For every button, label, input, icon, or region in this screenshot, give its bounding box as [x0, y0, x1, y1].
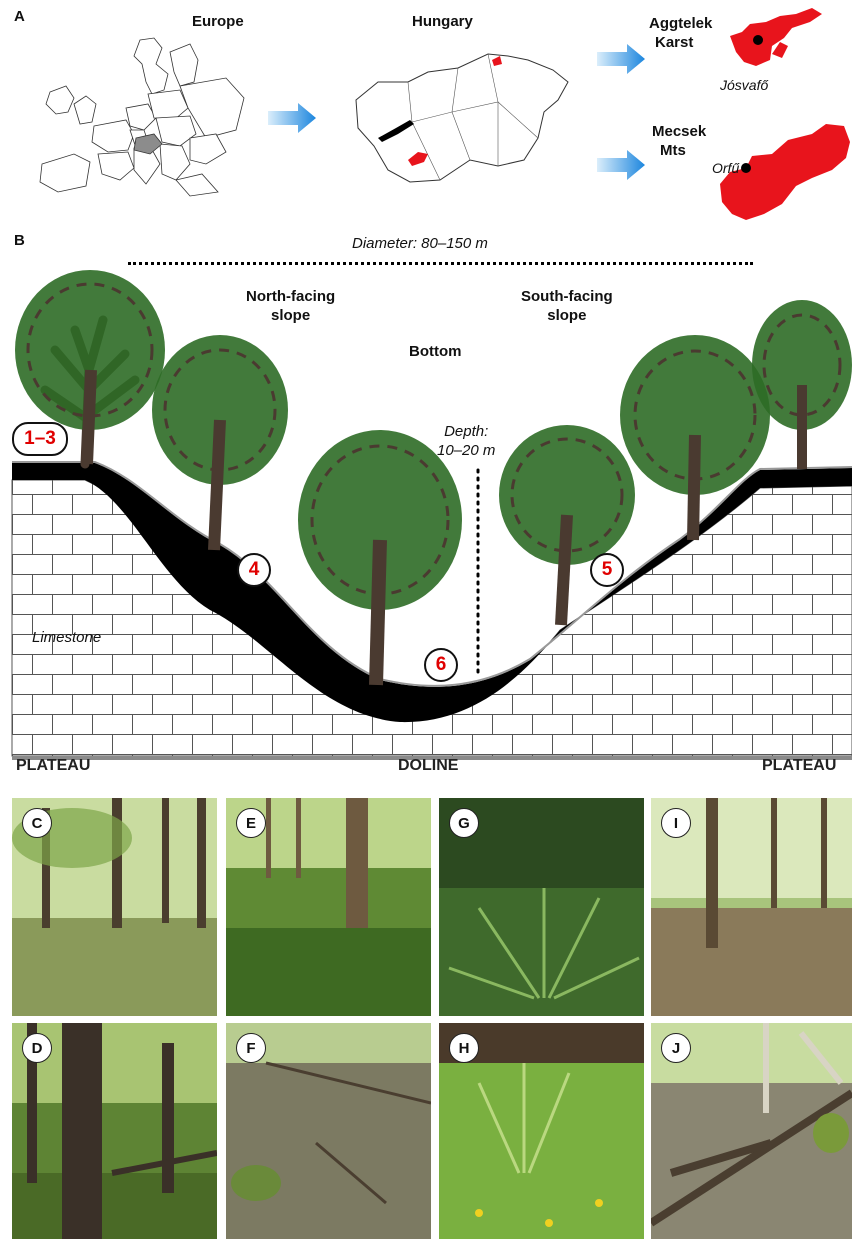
photo-d-badge: D — [22, 1033, 52, 1063]
south-facing-line2: slope — [547, 307, 587, 324]
arrow-europe-to-hungary-icon — [268, 103, 316, 133]
doline-cross-section — [11, 270, 852, 760]
tree-5 — [620, 335, 770, 541]
aggtelek-label-line1: Aggtelek — [649, 15, 713, 32]
europe-label: Europe — [192, 13, 244, 30]
aggtelek-label: Aggtelek Karst — [649, 14, 712, 52]
photo-h — [439, 1023, 644, 1239]
photo-i-badge: I — [661, 808, 691, 838]
panel-b-letter: B — [14, 232, 25, 249]
aggtelek-label-line2: Karst — [655, 34, 694, 51]
europe-hungary-highlight — [133, 133, 163, 155]
panel-a-letter: A — [14, 8, 25, 25]
depth-line1: Depth: — [444, 423, 489, 440]
orfu-label: Orfű — [712, 160, 740, 176]
orfu-dot — [741, 163, 751, 173]
photo-j-badge: J — [661, 1033, 691, 1063]
photo-f-badge: F — [236, 1033, 266, 1063]
hungary-map — [355, 53, 569, 183]
tree-1 — [15, 270, 165, 469]
south-facing-label: South-facing slope — [521, 287, 613, 325]
photo-e-badge: E — [236, 808, 266, 838]
depth-line2: 10–20 m — [437, 442, 496, 459]
europe-map — [39, 37, 245, 197]
photo-e — [226, 798, 431, 1016]
tree-4 — [499, 425, 635, 626]
photo-j — [651, 1023, 852, 1239]
diameter-dotted-line — [128, 262, 753, 265]
plateau-doline-bar — [12, 756, 852, 760]
tree-3 — [298, 430, 462, 686]
bar-label-right: PLATEAU — [762, 757, 837, 774]
hungary-black-region — [378, 120, 414, 142]
josvafo-dot — [753, 35, 763, 45]
mecsek-label-line2: Mts — [660, 142, 686, 159]
bar-label-center: DOLINE — [398, 757, 459, 774]
arrow-to-mecsek-icon — [597, 150, 645, 180]
marker-4: 4 — [237, 553, 271, 587]
south-facing-line1: South-facing — [521, 288, 613, 305]
bar-label-left: PLATEAU — [16, 757, 91, 774]
photo-c-badge: C — [22, 808, 52, 838]
marker-6: 6 — [424, 648, 458, 682]
hungary-aggtelek-region — [492, 56, 502, 66]
north-facing-line2: slope — [270, 307, 311, 324]
tree-2 — [152, 335, 288, 551]
mecsek-map — [720, 124, 850, 220]
hungary-mecsek-region — [408, 152, 428, 166]
mecsek-label-line1: Mecsek — [652, 123, 707, 140]
photo-f — [226, 1023, 431, 1239]
tree-6 — [752, 300, 852, 469]
marker-1-3: 1–3 — [12, 422, 68, 456]
mecsek-label: Mecsek Mts — [652, 122, 706, 160]
diameter-label: Diameter: 80–150 m — [352, 235, 488, 252]
hungary-label: Hungary — [412, 13, 473, 30]
depth-label: Depth: 10–20 m — [437, 422, 495, 460]
photo-h-badge: H — [449, 1033, 479, 1063]
marker-5: 5 — [590, 553, 624, 587]
north-facing-label: North-facing slope — [246, 287, 335, 325]
bottom-label: Bottom — [409, 343, 462, 360]
arrow-to-aggtelek-icon — [597, 44, 645, 74]
photo-g-badge: G — [449, 808, 479, 838]
limestone-label: Limestone — [32, 629, 102, 646]
aggtelek-map — [730, 8, 822, 66]
josvafo-label: Jósvafő — [720, 77, 769, 93]
north-facing-line1: North-facing — [246, 288, 336, 305]
